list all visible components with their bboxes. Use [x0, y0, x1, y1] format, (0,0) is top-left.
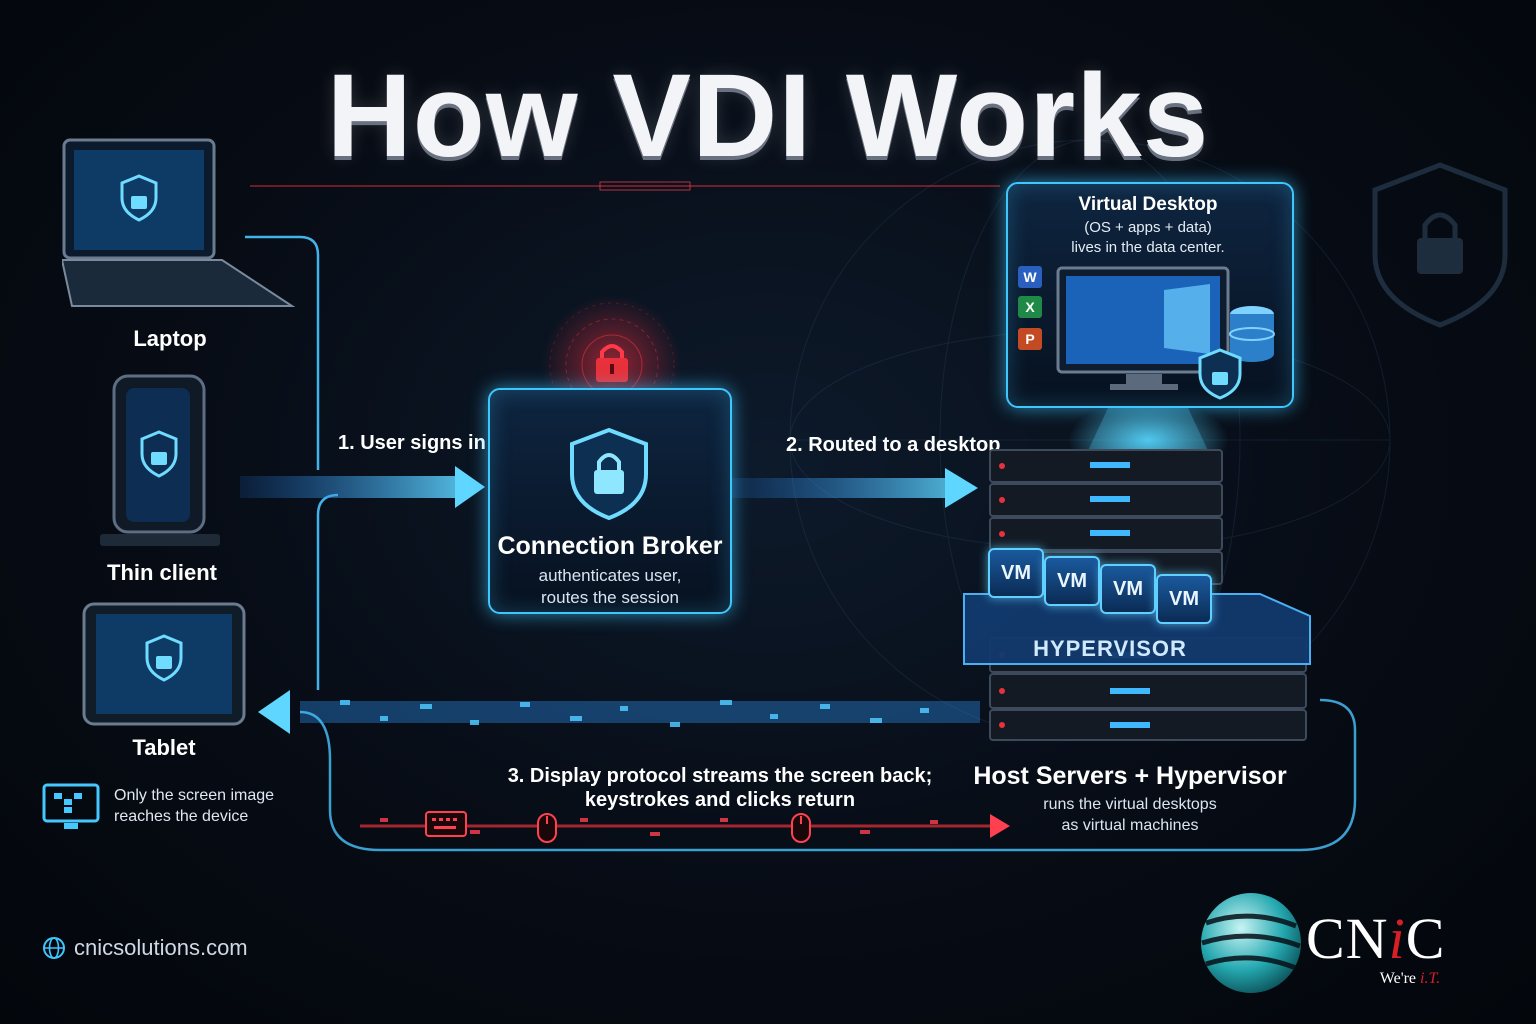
mouse-icon	[791, 813, 811, 843]
step1-label: 1. User signs in	[338, 432, 486, 454]
page-title: How VDI Works	[326, 50, 1210, 182]
padlock-icon	[596, 344, 628, 382]
powerpoint-app-icon: P	[1025, 331, 1035, 347]
monitor-icon	[42, 783, 100, 829]
keyboard-icon	[425, 811, 467, 837]
shield-lock-icon	[120, 174, 158, 222]
cnic-logo-tagline: We're i.T.	[1330, 970, 1490, 988]
step3-line2: keystrokes and clicks return	[584, 789, 856, 811]
thin-client-device	[100, 374, 220, 546]
globe-icon	[43, 937, 65, 959]
broker-subtitle: authenticates user, routes the session	[490, 565, 730, 609]
mouse-icon	[537, 813, 557, 843]
host-line1: runs the virtual desktops	[1043, 796, 1217, 813]
laptop-device	[62, 138, 296, 307]
virtual-desktop-title: Virtual Desktop	[1078, 194, 1218, 215]
step3-line1: 3. Display protocol streams the screen b…	[507, 765, 933, 787]
host-line2: as virtual machines	[1061, 817, 1199, 834]
tablet-label: Tablet	[132, 735, 196, 760]
vm-block: VM	[1100, 564, 1156, 614]
cnic-logo-globe	[1201, 893, 1301, 993]
shield-lock-icon	[140, 430, 178, 478]
excel-app-icon: X	[1025, 299, 1035, 315]
thin-client-label: Thin client	[107, 560, 217, 585]
hypervisor-label: HYPERVISOR	[1033, 636, 1187, 661]
shield-lock-icon	[1372, 162, 1508, 328]
logo-i: i	[1388, 906, 1406, 971]
virtual-desktop-screen	[1018, 266, 1275, 400]
logo-cn: CN	[1306, 906, 1389, 971]
cnic-logo-text: CNiC	[1306, 905, 1445, 972]
host-title: Host Servers + Hypervisor	[973, 762, 1287, 790]
logo-tag-prefix: We're	[1379, 970, 1421, 987]
word-app-icon: W	[1023, 269, 1037, 285]
note: Only the screen image reaches the device	[114, 785, 314, 827]
note-line2: reaches the device	[114, 808, 249, 825]
vm-block: VM	[1156, 574, 1212, 624]
step2-label: 2. Routed to a desktop	[786, 434, 1001, 456]
vd-line1: (OS + apps + data)	[1084, 219, 1212, 236]
website-link[interactable]: cnicsolutions.com	[74, 935, 248, 960]
vd-line2: lives in the data center.	[1071, 239, 1225, 256]
logo-c: C	[1405, 906, 1446, 971]
logo-tag-em: i.T.	[1420, 970, 1441, 987]
shield-lock-icon	[570, 427, 648, 521]
host-subtitle: runs the virtual desktops as virtual mac…	[960, 794, 1300, 836]
database-icon	[1229, 306, 1275, 362]
vm-block: VM	[988, 548, 1044, 598]
shield-lock-icon	[145, 634, 183, 682]
virtual-desktop-subtitle: (OS + apps + data) lives in the data cen…	[1006, 218, 1290, 258]
shield-lock-icon	[1198, 348, 1242, 400]
broker-line2: routes the session	[541, 588, 679, 607]
broker-line1: authenticates user,	[538, 566, 682, 585]
vm-block: VM	[1044, 556, 1100, 606]
server-rack	[963, 449, 1311, 741]
step3-label: 3. Display protocol streams the screen b…	[470, 764, 970, 812]
broker-title: Connection Broker	[497, 532, 723, 560]
tablet-device	[82, 602, 246, 726]
note-line1: Only the screen image	[114, 787, 275, 804]
laptop-label: Laptop	[133, 326, 207, 351]
